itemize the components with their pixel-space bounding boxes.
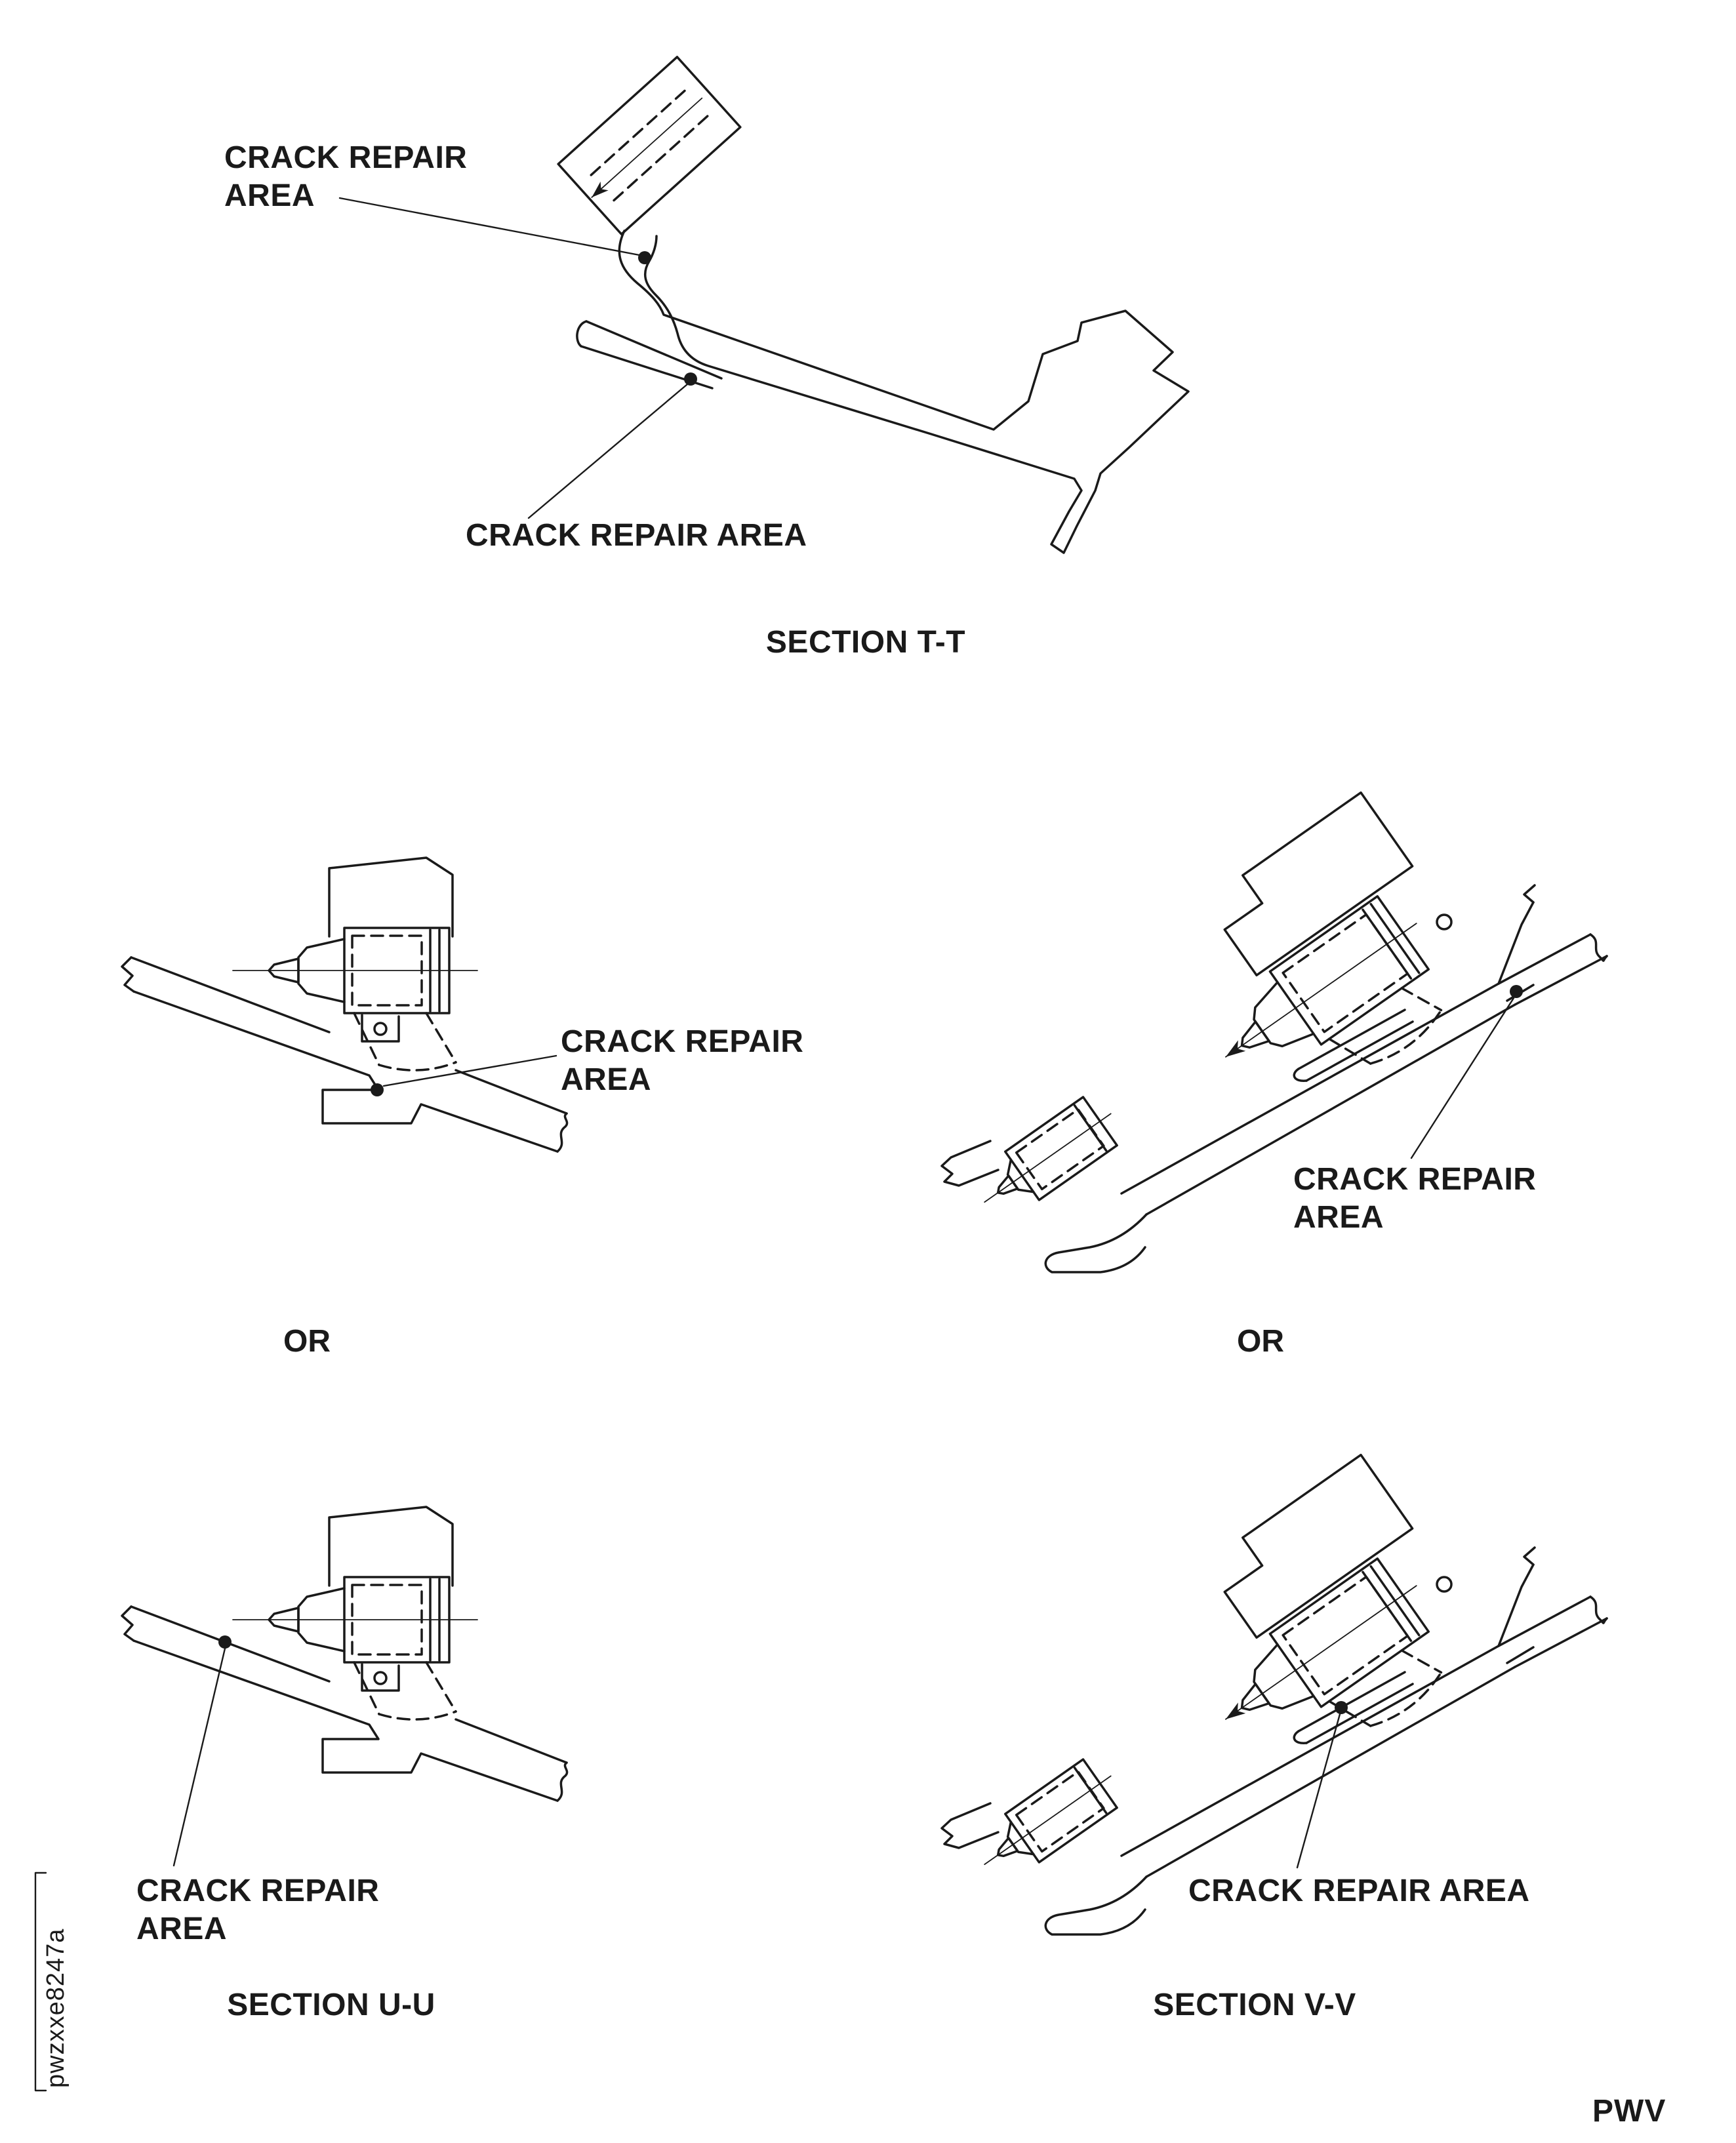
caption-section-u: SECTION U-U — [227, 1988, 435, 2022]
section-u-middle-drawing — [121, 856, 569, 1153]
leader-line — [338, 197, 641, 256]
callout-line: CRACK REPAIR — [1293, 1162, 1537, 1197]
figure-code-bracket — [34, 1872, 47, 2092]
crack-repair-dot — [684, 372, 697, 386]
callout-crack-repair-area-t-bottom: CRACK REPAIR AREA — [466, 518, 807, 553]
callout-crack-repair-area-v-middle: CRACK REPAIR AREA — [1293, 1161, 1536, 1237]
crack-repair-dot — [1510, 985, 1523, 998]
leader-line — [1410, 997, 1515, 1159]
figure-code: pwzxxe8247a — [42, 1928, 70, 2088]
page-code: PWV — [1592, 2094, 1666, 2129]
section-v-bottom-drawing — [940, 1453, 1608, 1936]
callout-crack-repair-area-v-bottom: CRACK REPAIR AREA — [1188, 1873, 1530, 1908]
callout-line: CRACK REPAIR — [136, 1873, 380, 1908]
leader-line — [527, 383, 689, 519]
callout-crack-repair-area-u-middle: CRACK REPAIR AREA — [561, 1023, 803, 1099]
leader-line — [172, 1647, 226, 1867]
crack-repair-dot — [1335, 1701, 1348, 1714]
crack-repair-dot — [371, 1083, 384, 1096]
callout-line: CRACK REPAIR — [224, 140, 468, 175]
callout-crack-repair-area-u-bottom: CRACK REPAIR AREA — [136, 1872, 379, 1948]
section-t-drawing — [338, 56, 1190, 554]
or-label-left: OR — [283, 1324, 331, 1359]
callout-line: AREA — [224, 178, 315, 213]
crack-repair-dot — [218, 1635, 232, 1649]
callout-line: AREA — [136, 1912, 228, 1946]
section-u-bottom-drawing — [121, 1506, 569, 1867]
or-label-right: OR — [1237, 1324, 1284, 1359]
callout-line: CRACK REPAIR — [561, 1024, 804, 1059]
caption-section-t: SECTION T-T — [765, 625, 966, 660]
leader-line — [1296, 1713, 1341, 1869]
caption-section-v: SECTION V-V — [1153, 1988, 1356, 2022]
callout-line: AREA — [1293, 1200, 1384, 1235]
section-v-middle-drawing — [940, 791, 1608, 1273]
crack-repair-dot — [638, 251, 651, 264]
leader-line — [382, 1054, 557, 1087]
callout-line: AREA — [561, 1062, 652, 1097]
callout-crack-repair-area-t-top: CRACK REPAIR AREA — [224, 139, 467, 215]
